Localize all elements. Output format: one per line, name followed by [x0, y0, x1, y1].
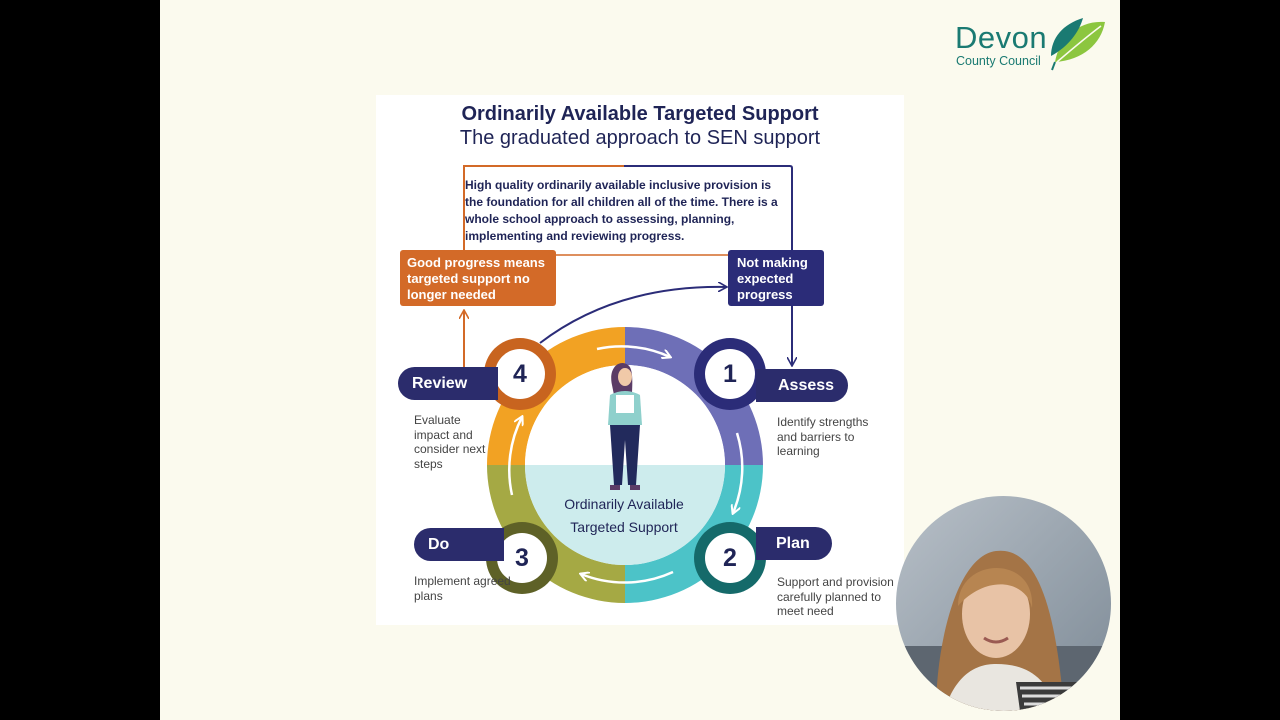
- stage-number-1: 1: [723, 360, 737, 388]
- stage-plan-description: Support and provision carefully planned …: [777, 575, 894, 618]
- good-progress-box: Good progress means targeted support no …: [400, 250, 556, 306]
- cycle-arrow-4: [508, 417, 522, 496]
- leaf-icon: [1051, 18, 1105, 71]
- logo-name: Devon: [955, 20, 1048, 55]
- stage-number-2: 2: [723, 544, 737, 572]
- stage-do-label: Do: [414, 528, 504, 561]
- cycle-arrow-1: [596, 345, 670, 357]
- stage-review-label: Review: [398, 367, 498, 400]
- presenter-video-icon: [896, 496, 1111, 711]
- arrow-review-to-not-making: [539, 287, 726, 344]
- stage-do-description: Implement agreed plans: [414, 574, 511, 603]
- devon-logo: Devon County Council: [955, 16, 1115, 76]
- stage-assess-label: Assess: [756, 369, 848, 402]
- foundation-frame-orange: [463, 165, 624, 250]
- stage-assess-description: Identify strengths and barriers to learn…: [777, 415, 869, 458]
- diagram-card: Ordinarily Available Targeted Support Th…: [376, 95, 904, 625]
- quadrant-do: [487, 465, 625, 603]
- diagram-title: Ordinarily Available Targeted Support: [461, 103, 819, 125]
- cycle-arrow-3: [581, 570, 674, 584]
- stage-number-3: 3: [515, 544, 529, 572]
- stage-number-4: 4: [513, 360, 527, 388]
- quadrant-assess: [625, 327, 763, 465]
- cycle-arrow-2: [733, 432, 744, 513]
- logo-subtitle: County Council: [956, 54, 1041, 68]
- child-figure-icon: [608, 363, 642, 490]
- quadrant-plan: [625, 465, 763, 603]
- foundation-frame-navy: [624, 165, 793, 250]
- stage-review-description: Evaluate impact and consider next steps: [414, 413, 486, 471]
- slide: Devon County Council Ordinarily Availabl…: [160, 0, 1120, 720]
- cycle-diagram: [376, 165, 904, 603]
- not-making-progress-box: Not making expected progress: [728, 250, 824, 306]
- inner-bottom: [525, 465, 725, 565]
- diagram-subtitle: The graduated approach to SEN support: [459, 127, 821, 149]
- stage-plan-label: Plan: [756, 527, 832, 560]
- presenter-video: [896, 496, 1111, 711]
- quadrant-review: [487, 327, 625, 465]
- center-label: Ordinarily Available Targeted Support: [564, 496, 684, 535]
- foundation-text: High quality ordinarily available inclus…: [465, 178, 778, 243]
